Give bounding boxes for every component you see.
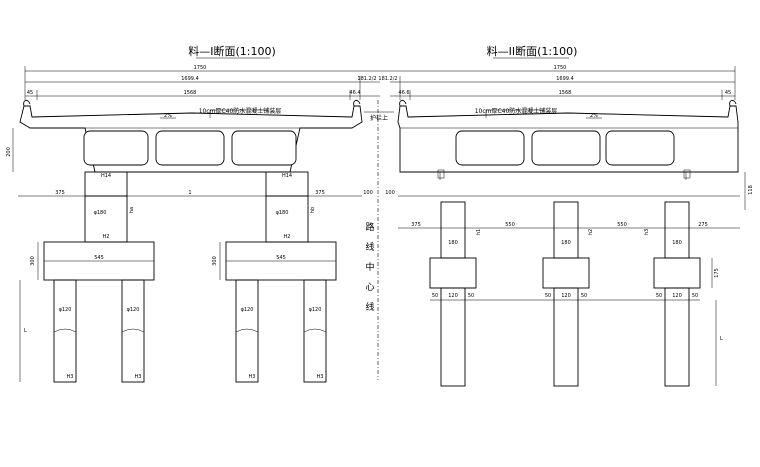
dim-left-edge-2: 46.6 (398, 90, 409, 96)
dim-deck-2: 1568 (559, 90, 572, 96)
dim-inner-2: 1699.4 (556, 76, 574, 82)
r-pier-h-2: h2 (588, 229, 594, 235)
pile-dia-4: φ120 (309, 307, 322, 313)
dim-deck-1: 1568 (184, 90, 197, 96)
right-substructure (398, 195, 740, 387)
side-dim-label: 118 (748, 185, 754, 195)
pier-spacing-1: 375 (55, 190, 65, 196)
cap-width-2: 545 (276, 255, 286, 261)
cap-height-1: 300 (30, 256, 36, 266)
dim-right-edge-1: 46.4 (349, 90, 360, 96)
r-pile-dim-6: 50 (581, 293, 587, 299)
pile-dia-2: φ120 (127, 307, 140, 313)
slope-label-1: 2% (164, 113, 172, 119)
section-2-title: 料—II断面(1:100) (487, 44, 578, 58)
r-pier-dia-3: 180 (672, 240, 682, 246)
pavement-note-1: 10cm厚C40防水混凝土铺装层 (199, 107, 282, 115)
r-pile-length: L (720, 336, 723, 342)
pier-bottom-2: H2 (284, 234, 291, 240)
dim-right-edge-2: 45 (725, 90, 731, 96)
top-dimension-lines (24, 66, 736, 100)
dim-left-edge-1: 45 (27, 90, 33, 96)
r-pile-dim-7: 50 (656, 293, 662, 299)
deck-right (397, 99, 739, 180)
r-pier-spacing-4: 275 (698, 222, 708, 228)
centerline-label: 路 线 中 心 线 (365, 221, 374, 313)
dim-gap-1: 181.2/2 (357, 76, 376, 82)
r-pile-dim-1: 50 (432, 293, 438, 299)
r-pier-dia-1: 180 (448, 240, 458, 246)
pavement-note-2: 10cm厚C40防水混凝土铺装层 (475, 107, 558, 115)
pier-spacing-3: 375 (315, 190, 325, 196)
r-pier-spacing-1: 375 (411, 222, 421, 228)
cap-width-1: 545 (94, 255, 104, 261)
svg-text:线: 线 (365, 241, 374, 253)
pier-h-2: hb (310, 207, 316, 213)
dim-gap-2: 181.2/2 (378, 76, 397, 82)
pile-bottom-1: H3 (67, 374, 74, 380)
r-pile-dim-2: 120 (448, 293, 458, 299)
svg-text:路: 路 (365, 221, 374, 233)
dim-overall-2: 1750 (554, 65, 567, 71)
pier-h-1: ha (129, 207, 135, 213)
pier-spacing-2: 1 (188, 190, 191, 196)
r-pile-dim-9: 50 (692, 293, 698, 299)
r-pile-dim-5: 120 (561, 293, 571, 299)
cap-top-label-1: H14 (101, 173, 111, 179)
cap-top-label-2: H14 (282, 173, 292, 179)
section-1-title: 料—I断面(1:100) (188, 44, 276, 58)
pile-dia-1: φ120 (59, 307, 72, 313)
cap-height-2: 300 (212, 256, 218, 266)
dim-overall-1: 1750 (194, 65, 207, 71)
pile-bottom-4: H3 (317, 374, 324, 380)
r-cap-height: 175 (714, 268, 720, 278)
r-pier-spacing-2: 550 (505, 222, 515, 228)
pier-bottom-1: H2 (103, 234, 110, 240)
r-pile-dim-8: 120 (672, 293, 682, 299)
pier-dia-1: φ180 (94, 210, 107, 216)
svg-text:中: 中 (365, 261, 374, 273)
gap-label-1: 100 (363, 190, 373, 196)
left-substructure (18, 171, 362, 383)
r-pile-dim-4: 50 (545, 293, 551, 299)
r-pier-h-3: h3 (644, 229, 650, 235)
r-pier-dia-2: 180 (561, 240, 571, 246)
dim-inner-1: 1699.4 (181, 76, 199, 82)
r-pier-spacing-3: 550 (617, 222, 627, 228)
r-pier-h-1: h1 (476, 229, 482, 235)
slope-label-2: 2% (590, 113, 598, 119)
svg-text:线: 线 (365, 301, 374, 313)
pier-dia-2: φ180 (276, 210, 289, 216)
pile-dia-3: φ120 (241, 307, 254, 313)
deck-height-label: 200 (6, 147, 12, 157)
pile-length-1: L (24, 328, 27, 334)
pile-bottom-3: H3 (249, 374, 256, 380)
svg-text:心: 心 (365, 282, 374, 293)
gap-label-2: 100 (385, 190, 395, 196)
center-label: 护栏上 (370, 114, 388, 122)
deck-left (19, 99, 363, 173)
pile-bottom-2: H3 (135, 374, 142, 380)
r-pile-dim-3: 50 (468, 293, 474, 299)
